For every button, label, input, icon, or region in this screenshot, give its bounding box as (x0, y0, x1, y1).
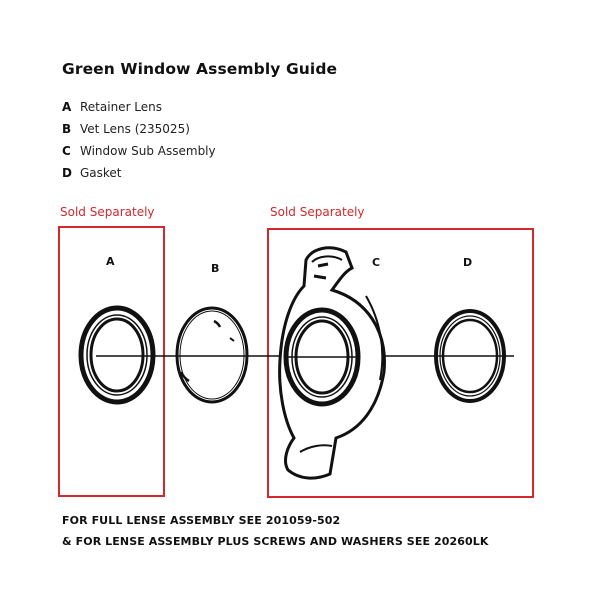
gasket-drawing (434, 309, 506, 403)
sold-separately-frame-cd (267, 228, 534, 498)
sold-separately-frame-a (58, 226, 165, 497)
legend-item-b: B Vet Lens (235025) (62, 118, 216, 140)
sold-separately-label-right: Sold Separately (270, 205, 365, 219)
window-sub-assembly-drawing (278, 246, 386, 480)
legend-label: Retainer Lens (80, 100, 163, 114)
legend-item-c: C Window Sub Assembly (62, 140, 216, 162)
legend-label: Vet Lens (235025) (80, 122, 190, 136)
vet-lens-drawing (175, 306, 249, 404)
page-title: Green Window Assembly Guide (62, 60, 338, 78)
footer-note-screws-washers: & FOR LENSE ASSEMBLY PLUS SCREWS AND WAS… (62, 535, 489, 548)
legend-label: Gasket (80, 166, 122, 180)
legend-key: A (62, 100, 72, 114)
part-label-c: C (372, 256, 380, 269)
legend-key: C (62, 144, 71, 158)
footer-note-full-assembly: FOR FULL LENSE ASSEMBLY SEE 201059-502 (62, 514, 341, 527)
parts-legend: A Retainer Lens B Vet Lens (235025) C Wi… (62, 96, 216, 184)
legend-item-d: D Gasket (62, 162, 216, 184)
part-label-d: D (463, 256, 472, 269)
legend-key: B (62, 122, 72, 136)
retainer-lens-drawing (78, 305, 156, 405)
part-label-a: A (106, 255, 115, 268)
legend-key: D (62, 166, 72, 180)
sold-separately-label-left: Sold Separately (60, 205, 155, 219)
legend-item-a: A Retainer Lens (62, 96, 216, 118)
part-label-b: B (211, 262, 219, 275)
legend-label: Window Sub Assembly (80, 144, 216, 158)
